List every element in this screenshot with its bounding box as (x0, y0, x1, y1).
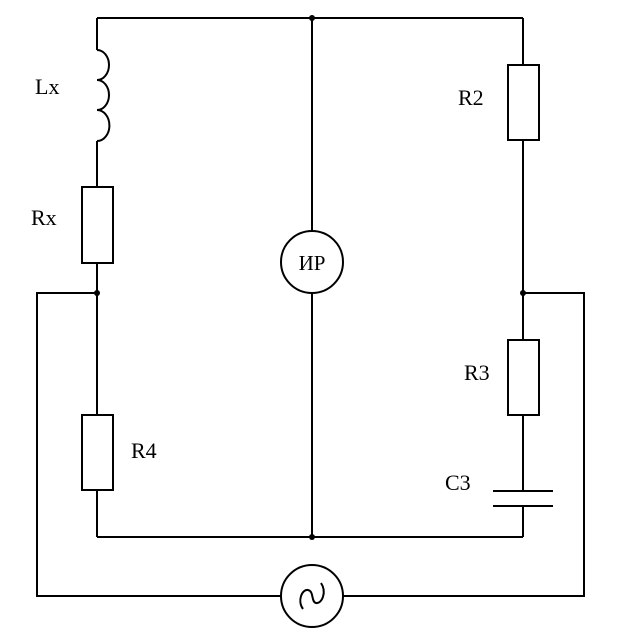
ac-sine-icon (299, 582, 325, 610)
resistor-r2 (507, 64, 540, 141)
label-lx: Lx (35, 74, 59, 99)
inductor-lx (96, 49, 111, 142)
label-c3: C3 (445, 470, 471, 495)
source-right-wire (343, 292, 585, 597)
resistor-r4 (81, 414, 114, 491)
source-left-wire (36, 292, 281, 597)
label-r3: R3 (464, 360, 490, 385)
meter-label: ИР (299, 251, 326, 275)
label-r2: R2 (458, 85, 484, 110)
label-r4: R4 (131, 438, 157, 463)
resistor-rx (81, 186, 114, 264)
label-rx: Rx (31, 205, 57, 230)
resistor-r3 (507, 339, 540, 416)
